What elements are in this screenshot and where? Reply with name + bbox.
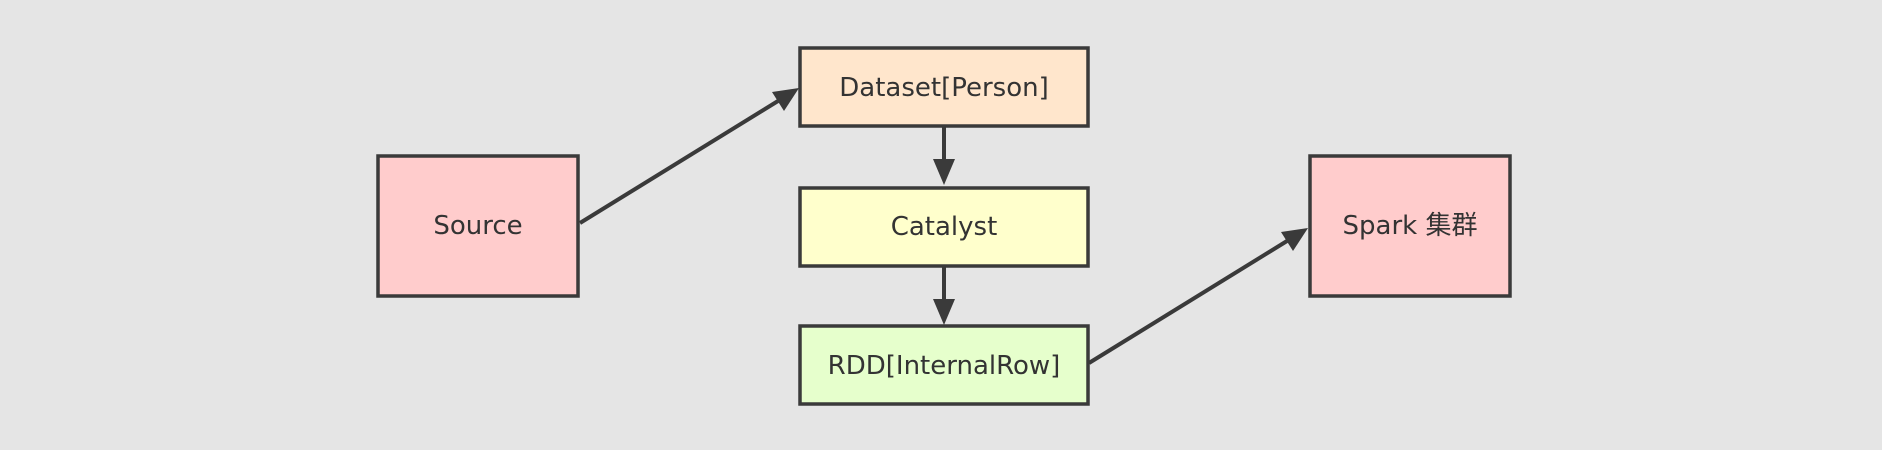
edge-rdd-to-spark: [1087, 228, 1308, 365]
node-dataset: Dataset[Person]: [798, 46, 1090, 128]
edge-source-to-dataset: [578, 88, 799, 225]
node-spark-label: Spark 集群: [1343, 211, 1478, 241]
node-source-label: Source: [433, 211, 522, 241]
node-catalyst: Catalyst: [798, 186, 1090, 268]
node-source-box: [376, 154, 580, 298]
edge-dataset-to-catalyst: [933, 126, 955, 185]
node-source: Source: [376, 154, 580, 298]
node-rdd: RDD[InternalRow]: [798, 324, 1090, 406]
edge-catalyst-to-rdd: [933, 266, 955, 325]
node-rdd-label: RDD[InternalRow]: [828, 351, 1061, 381]
node-spark: Spark 集群: [1308, 154, 1512, 298]
node-dataset-box: [798, 46, 1090, 128]
node-catalyst-box: [798, 186, 1090, 268]
node-spark-box: [1308, 154, 1512, 298]
node-rdd-box: [798, 324, 1090, 406]
node-catalyst-label: Catalyst: [891, 212, 998, 242]
node-dataset-label: Dataset[Person]: [839, 73, 1048, 103]
